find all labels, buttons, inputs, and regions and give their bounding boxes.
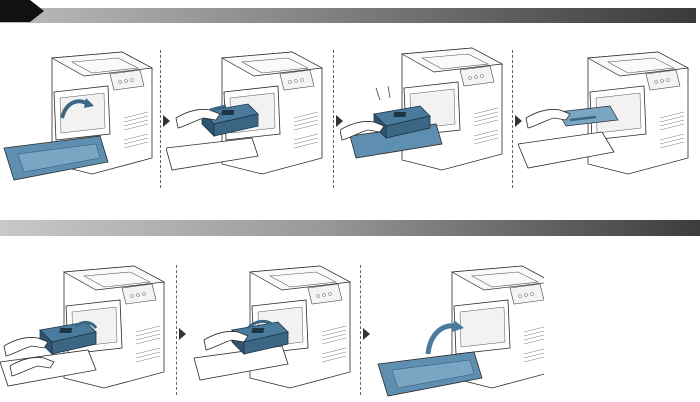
rotation-arrow-icon	[425, 323, 457, 355]
step-arrow-icon	[179, 328, 186, 340]
section-tab-marker	[0, 0, 44, 22]
step-arrow-icon	[515, 115, 522, 127]
pull-arrow-icon	[209, 104, 227, 112]
step-separator	[512, 50, 513, 188]
step-illustration-7	[372, 262, 544, 400]
step-separator	[333, 50, 334, 188]
step-arrow-icon	[336, 115, 343, 127]
step-arrow-icon	[163, 115, 170, 127]
step-illustration-6	[186, 262, 356, 400]
step-illustration-2	[166, 40, 330, 190]
step-illustration-5	[0, 262, 172, 400]
step-arrow-icon	[363, 328, 370, 340]
step-separator	[160, 50, 161, 188]
section-header-bar-top	[0, 8, 696, 23]
step-separator	[176, 265, 177, 395]
step-illustration-1	[0, 40, 158, 190]
step-illustration-4	[518, 40, 698, 190]
section-header-bar-bottom	[0, 220, 700, 236]
step-separator	[360, 265, 361, 395]
step-illustration-3	[340, 40, 508, 190]
